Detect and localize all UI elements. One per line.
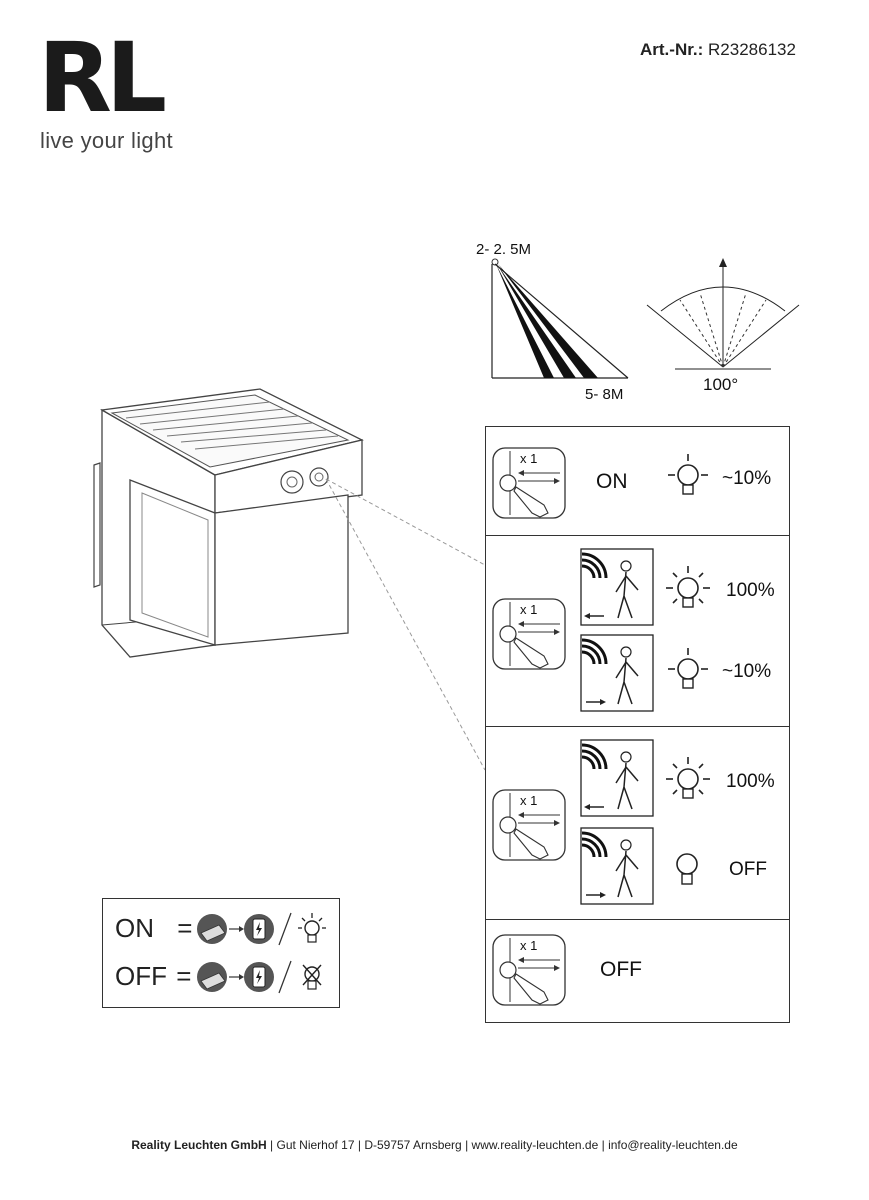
outer-beam (494, 263, 629, 379)
footer-address: Gut Nierhof 17 (276, 1138, 355, 1152)
mode-on-level: ~10% (722, 468, 772, 489)
mode-off-label: OFF (600, 958, 642, 981)
svg-text:x 1: x 1 (520, 451, 537, 466)
footer-company: Reality Leuchten GmbH (131, 1138, 267, 1152)
power-button-icon (309, 467, 329, 487)
mode-panel-off: x 1 OFF (485, 919, 790, 1023)
mount-height-label: 2- 2. 5M (476, 241, 531, 258)
brand-logo: RL (38, 22, 167, 134)
legend-off-icons (197, 960, 322, 994)
light-box-front (214, 494, 349, 646)
sensor-angle-diagram: 100° (646, 258, 800, 394)
lamp-illustration (93, 388, 485, 771)
legend-on-label: ON (115, 913, 154, 943)
bright-bulb-icon (666, 566, 710, 608)
svg-text:x 1: x 1 (520, 602, 537, 617)
legend-on-row: ON = (115, 913, 192, 944)
button-press-icon: x 1 (492, 447, 566, 519)
motion-level: 100% (726, 771, 775, 792)
idle-state: OFF (729, 859, 767, 880)
light-off-icon (302, 964, 322, 990)
detection-rays (679, 292, 767, 368)
angle-arc (660, 286, 786, 312)
footer-email[interactable]: info@reality-leuchten.de (608, 1138, 738, 1152)
angle-edge-left (646, 304, 724, 368)
article-number-value: R23286132 (708, 40, 796, 59)
person-approaching-icon (580, 739, 654, 817)
bulb-off-icon (676, 853, 698, 885)
person-approaching-icon (580, 548, 654, 626)
footer-website[interactable]: www.reality-leuchten.de (471, 1138, 599, 1152)
dim-bulb-icon (668, 454, 708, 495)
light-on-icon (298, 913, 326, 943)
svg-text:x 1: x 1 (520, 938, 537, 953)
brand-tagline: live your light (40, 128, 173, 153)
detection-beam-3 (498, 264, 598, 378)
legend-equals: = (177, 913, 193, 943)
bright-bulb-icon (666, 757, 710, 799)
sensor-range-diagram: 2- 2. 5M 5- 8M (476, 241, 629, 403)
motion-level: 100% (726, 580, 775, 601)
mode-panel-on: x 1 ON ~10% (485, 426, 790, 536)
svg-text:x 1: x 1 (520, 793, 537, 808)
legend-off-label: OFF (115, 961, 167, 991)
leader-lines (325, 478, 485, 771)
mode-on-label: ON (596, 470, 628, 493)
footer-city: D-59757 Arnsberg (364, 1138, 462, 1152)
button-press-icon: x 1 (492, 598, 566, 670)
person-leaving-icon (580, 827, 654, 905)
detection-beam-2 (497, 264, 576, 378)
sensor-point (491, 258, 499, 266)
motion-sensor-icon (280, 470, 304, 494)
mode-panel-motion-dim: x 1 (485, 535, 790, 727)
dim-bulb-icon (668, 648, 708, 689)
idle-level: ~10% (722, 661, 772, 682)
legend-equals: = (176, 961, 192, 991)
solar-cells (125, 401, 339, 450)
legend-box: ON = OFF = (102, 898, 340, 1008)
detection-beam-1 (496, 264, 554, 378)
article-number-label: Art.-Nr.: (640, 40, 704, 59)
article-number: Art.-Nr.: R23286132 (640, 40, 796, 60)
legend-on-icons (197, 912, 326, 946)
person-leaving-icon (580, 634, 654, 712)
detection-angle-label: 100° (703, 375, 738, 394)
button-press-icon: x 1 (492, 934, 566, 1006)
angle-edge-right (722, 304, 800, 368)
legend-off-row: OFF = (115, 961, 191, 992)
mode-panel-motion-off: x 1 (485, 726, 790, 920)
detection-range-label: 5- 8M (585, 386, 623, 403)
footer: Reality Leuchten GmbH | Gut Nierhof 17 |… (131, 1138, 738, 1152)
button-press-icon: x 1 (492, 789, 566, 861)
up-arrow-icon (719, 258, 727, 267)
wall-plate (93, 462, 101, 588)
